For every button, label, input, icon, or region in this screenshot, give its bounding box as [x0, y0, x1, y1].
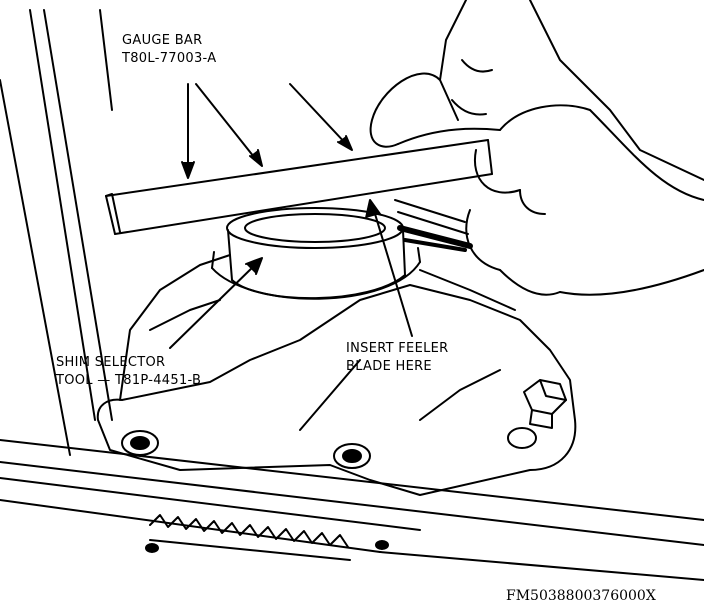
leader-lines	[169, 83, 413, 349]
gauge-bar-part-number: T80L-77003-A	[122, 51, 217, 66]
figure-id: FM5038800376000X	[506, 588, 656, 604]
feeler-blade	[394, 199, 473, 252]
feeler-blade-label-line2: BLADE HERE	[346, 359, 432, 374]
feeler-blade-label-line1: INSERT FEELER	[346, 341, 449, 356]
gauge-bar	[105, 139, 493, 235]
bench-surface	[0, 439, 704, 581]
gear-teeth	[149, 514, 351, 561]
gauge-bar-label: GAUGE BAR	[122, 33, 203, 48]
gauge-bar-callout: GAUGE BAR T80L-77003-A	[122, 32, 216, 68]
shim-selector-label: SHIM SELECTOR	[56, 355, 166, 370]
shim-selector-cylinder	[211, 207, 421, 300]
shim-selector-callout: SHIM SELECTOR TOOL — T81P-4451-B	[56, 354, 201, 390]
housing-flange	[96, 254, 577, 496]
feeler-blade-callout: INSERT FEELER BLADE HERE	[346, 340, 448, 376]
bolt-holes	[121, 427, 537, 553]
hex-bolt	[523, 379, 567, 429]
shim-selector-part-number: TOOL — T81P-4451-B	[56, 373, 202, 388]
hand	[369, 0, 704, 296]
bench-rail	[0, 9, 113, 456]
